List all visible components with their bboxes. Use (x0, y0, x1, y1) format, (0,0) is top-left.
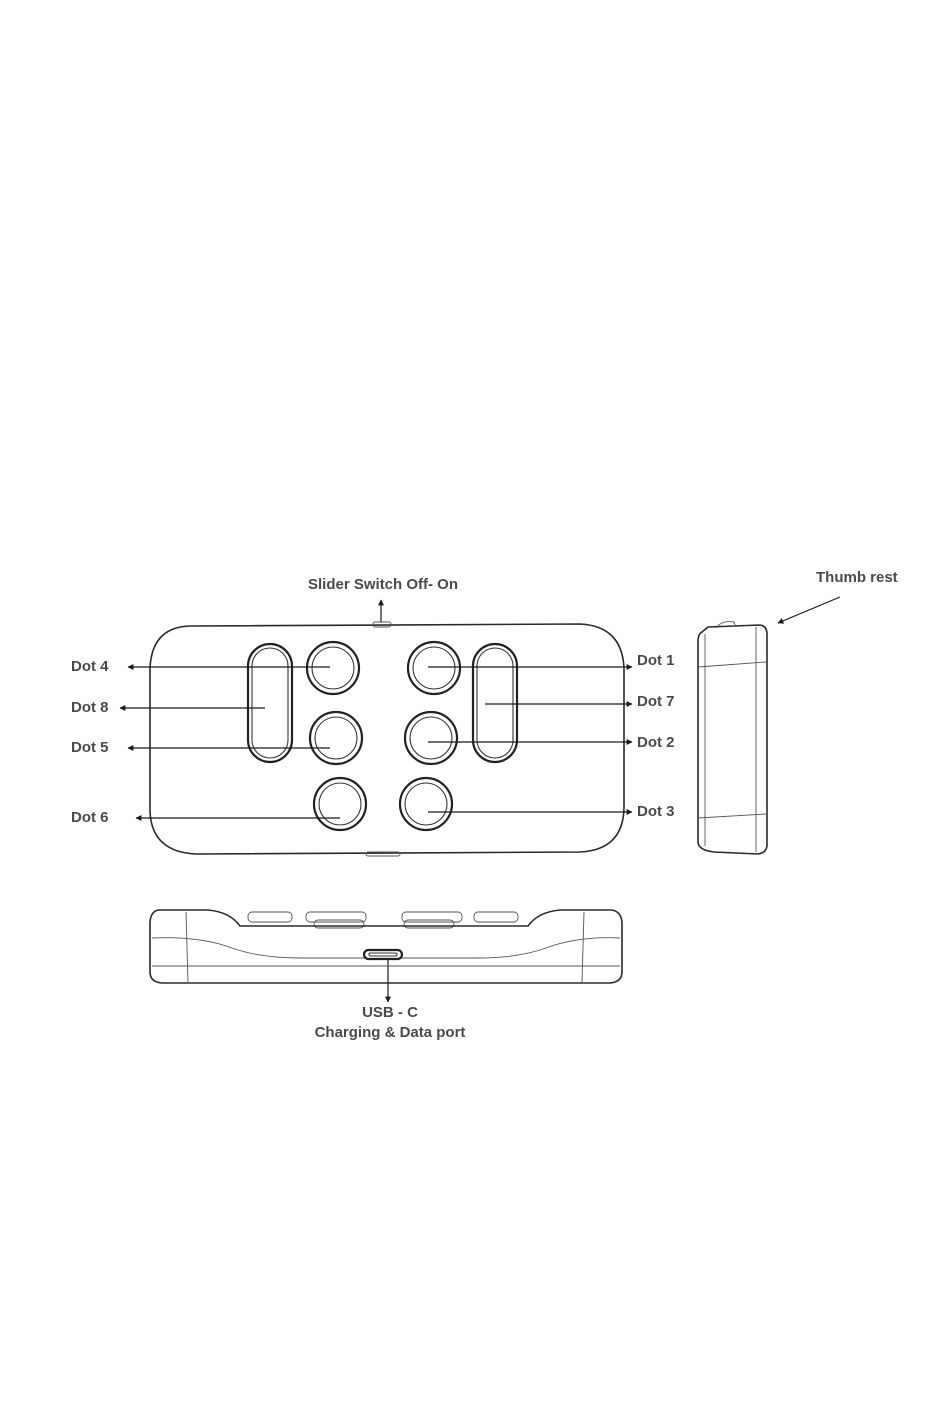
key-dot-6 (314, 778, 366, 830)
label-dot-6: Dot 6 (71, 809, 109, 827)
side-body-outline (698, 625, 767, 854)
label-dot-7: Dot 7 (637, 693, 675, 711)
label-dot-4: Dot 4 (71, 658, 109, 676)
label-dot-3: Dot 3 (637, 803, 675, 821)
key-dot-2 (405, 712, 457, 764)
key-dot-1 (408, 642, 460, 694)
key-dot-8 (248, 644, 292, 762)
label-dot-5: Dot 5 (71, 739, 109, 757)
key-dot-4 (307, 642, 359, 694)
label-usb-c-description: Charging & Data port (290, 1024, 490, 1042)
front-key-1 (248, 912, 292, 922)
usb-c-port (364, 950, 402, 959)
label-dot-2: Dot 2 (637, 734, 675, 752)
front-view-device (150, 910, 622, 983)
front-key-4 (474, 912, 518, 922)
front-left-seam (186, 912, 188, 982)
arrow-thumb-rest (778, 597, 840, 623)
label-thumb-rest: Thumb rest (816, 569, 898, 587)
label-dot-8: Dot 8 (71, 699, 109, 717)
label-dot-1: Dot 1 (637, 652, 675, 670)
device-body-outline (150, 624, 624, 854)
key-dot-3 (400, 778, 452, 830)
top-view-device (150, 622, 624, 856)
key-dot-5 (310, 712, 362, 764)
label-usb-c: USB - C (290, 1004, 490, 1022)
label-slider-switch: Slider Switch Off- On (308, 576, 458, 594)
side-view-device (698, 622, 767, 854)
front-key-3 (402, 912, 462, 922)
front-key-2 (306, 912, 366, 922)
front-right-seam (582, 912, 584, 982)
key-dot-7 (473, 644, 517, 762)
